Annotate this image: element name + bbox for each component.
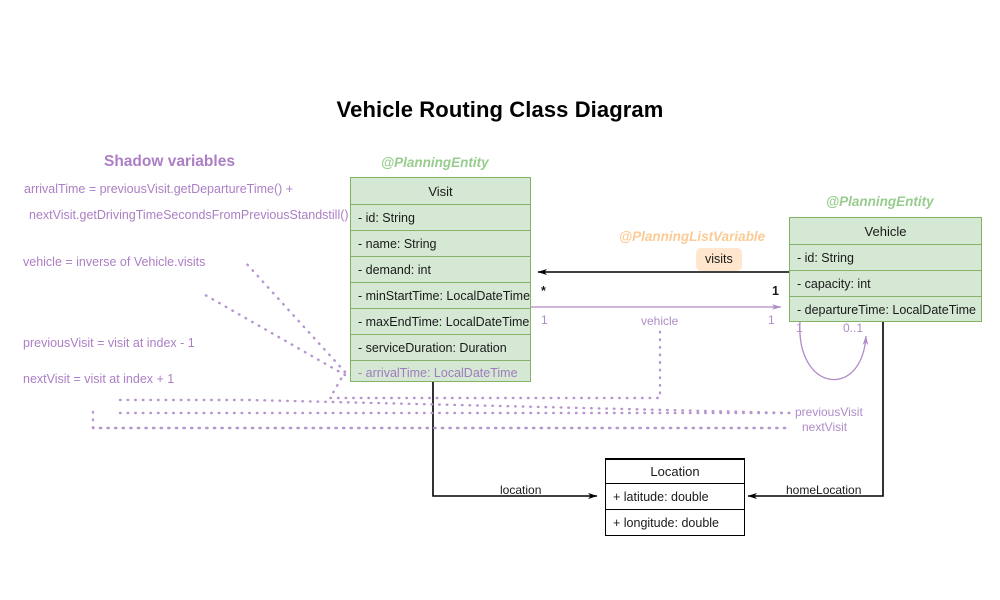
class-name-location: Location — [606, 459, 744, 483]
multiplicity-vehicle-target: 1 — [768, 313, 775, 327]
attribute-visit-max-end-time: - maxEndTime: LocalDateTime — [351, 308, 530, 334]
multiplicity-self-loop-source: 1 — [796, 321, 803, 335]
shadow-variables-heading: Shadow variables — [104, 153, 235, 170]
attribute-location-latitude: + latitude: double — [606, 483, 744, 509]
association-label-home-location: homeLocation — [786, 483, 862, 497]
multiplicity-vehicle-source: 1 — [541, 313, 548, 327]
attribute-vehicle-departure-time: - departureTime: LocalDateTime — [790, 296, 981, 323]
shadow-variable-previous-visit: previousVisit = visit at index - 1 — [23, 336, 195, 350]
stereotype-planning-entity-vehicle: @PlanningEntity — [826, 194, 934, 209]
multiplicity-visits-source: 1 — [772, 284, 779, 298]
association-badge-visits: visits — [696, 248, 742, 271]
shadow-variable-vehicle: vehicle = inverse of Vehicle.visits — [23, 255, 206, 269]
association-label-vehicle: vehicle — [641, 314, 679, 328]
edge-location — [432, 382, 598, 499]
page-title: Vehicle Routing Class Diagram — [336, 97, 664, 122]
attribute-visit-arrival-time: - arrivalTime: LocalDateTime — [351, 360, 530, 385]
class-box-location[interactable]: Location + latitude: double + longitude:… — [605, 458, 745, 536]
stereotype-planning-list-variable: @PlanningListVariable — [619, 229, 766, 244]
association-label-previous-visit: previousVisit — [795, 405, 863, 419]
attribute-visit-name: - name: String — [351, 230, 530, 256]
class-box-vehicle[interactable]: Vehicle - id: String - capacity: int - d… — [789, 217, 982, 322]
attribute-location-longitude: + longitude: double — [606, 509, 744, 535]
class-name-vehicle: Vehicle — [864, 223, 907, 239]
class-name-visit: Visit — [428, 183, 453, 199]
attribute-vehicle-id: - id: String — [790, 244, 981, 270]
class-box-visit[interactable]: Visit - id: String - name: String - dema… — [350, 177, 531, 382]
shadow-variable-arrival-time-line-2: nextVisit.getDrivingTimeSecondsFromPrevi… — [29, 208, 349, 222]
stereotype-planning-entity-visit: @PlanningEntity — [381, 155, 489, 170]
attribute-visit-demand: - demand: int — [351, 256, 530, 282]
shadow-variable-arrival-time-line-1: arrivalTime = previousVisit.getDeparture… — [24, 182, 294, 196]
association-label-location: location — [500, 483, 542, 497]
attribute-vehicle-capacity: - capacity: int — [790, 270, 981, 296]
multiplicity-self-loop-target: 0..1 — [843, 321, 864, 335]
shadow-variable-next-visit: nextVisit = visit at index + 1 — [23, 372, 175, 386]
association-label-next-visit: nextVisit — [802, 420, 848, 434]
attribute-visit-min-start-time: - minStartTime: LocalDateTime — [351, 282, 530, 308]
attribute-visit-id: - id: String — [351, 204, 530, 230]
multiplicity-visits-target: * — [541, 284, 546, 298]
attribute-visit-service-duration: - serviceDuration: Duration — [351, 334, 530, 360]
